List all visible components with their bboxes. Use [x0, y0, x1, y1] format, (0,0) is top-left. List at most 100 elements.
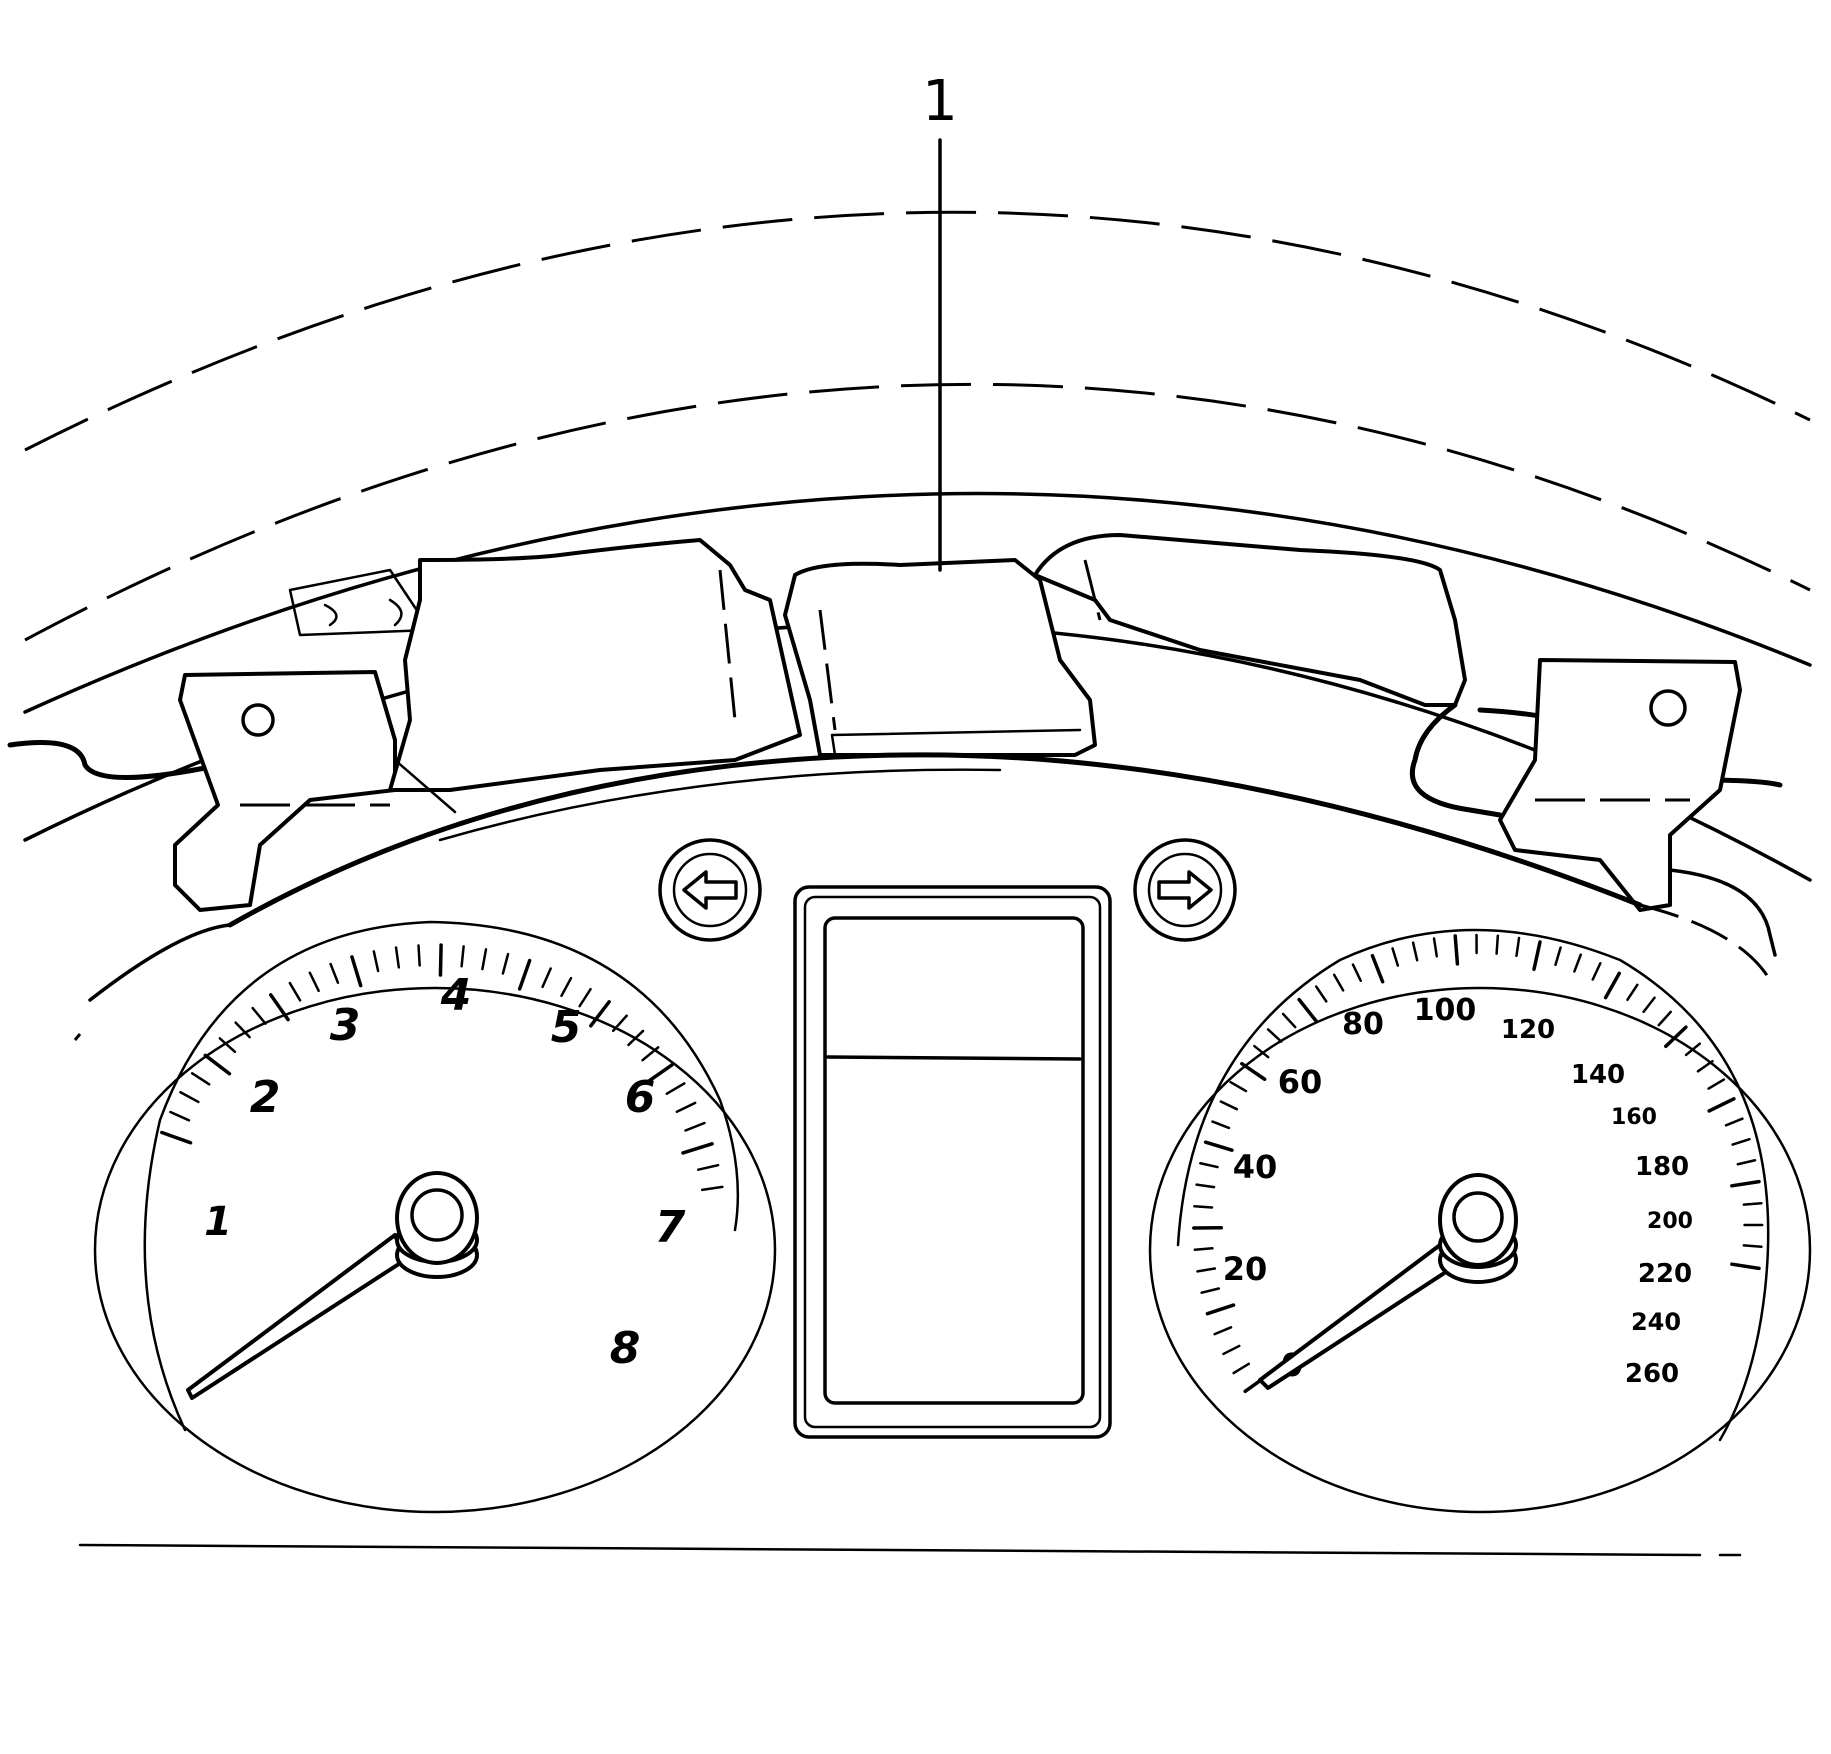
speedometer-tick	[1698, 1061, 1713, 1071]
tachometer-tick	[170, 1112, 189, 1120]
speedometer-tick	[1434, 938, 1437, 956]
tachometer-tick	[698, 1165, 718, 1170]
central-connector	[785, 560, 1095, 755]
speedometer-tick	[1231, 1082, 1246, 1091]
cluster-face-left-edge	[90, 925, 230, 1000]
right-bracket-tab	[1670, 870, 1775, 955]
speedometer-tick	[1221, 1102, 1237, 1110]
callout-1-label: 1	[922, 69, 958, 134]
speedometer-tick	[1732, 1182, 1759, 1186]
display-screen	[825, 918, 1083, 1403]
tachometer-label: 2	[250, 1072, 281, 1123]
tachometer-tick	[253, 1008, 266, 1024]
speedometer-tick	[1234, 1364, 1249, 1373]
speedometer-label: 20	[1223, 1250, 1268, 1288]
left-cable	[10, 743, 220, 778]
tachometer-label: 1	[204, 1199, 232, 1245]
speedometer: 020406080100120140160180200220240260	[1150, 930, 1810, 1512]
speedometer-tick	[1207, 1305, 1233, 1314]
speedometer-label: 120	[1501, 1015, 1555, 1045]
cluster-face	[80, 755, 1770, 1555]
speedometer-label: 260	[1625, 1359, 1679, 1389]
speedometer-label: 160	[1611, 1105, 1657, 1130]
speedometer-needle	[1260, 1175, 1516, 1388]
speedometer-label: 140	[1571, 1060, 1625, 1090]
right-arrow-icon	[1159, 872, 1211, 908]
tachometer-hub	[397, 1173, 477, 1263]
tachometer-tick	[462, 946, 464, 966]
center-display	[795, 887, 1110, 1437]
speedometer-tick	[1283, 1014, 1295, 1027]
speedometer-tick	[1353, 965, 1361, 981]
tachometer-tick	[331, 964, 338, 983]
speedometer-tick	[1534, 942, 1540, 969]
speedometer-tick	[1574, 955, 1580, 972]
speedometer-tick	[1197, 1185, 1214, 1188]
speedometer-tick	[1215, 1327, 1231, 1334]
tachometer-tick	[192, 1073, 209, 1084]
speedometer-label: 240	[1631, 1308, 1681, 1336]
lower-left-dashed-edge	[75, 1034, 80, 1040]
cluster-bottom-line	[80, 1545, 1700, 1555]
tachometer-label: 4	[440, 970, 472, 1021]
left-turn-indicator	[660, 840, 760, 940]
speedometer-label: 100	[1414, 993, 1477, 1028]
speedometer-tick	[1744, 1245, 1762, 1246]
speedometer-tick	[1726, 1119, 1742, 1126]
tachometer-tick	[181, 1092, 199, 1102]
tachometer-tick	[352, 957, 361, 986]
speedometer-tick	[1497, 936, 1498, 954]
speedometer-tick	[1372, 956, 1382, 982]
left-arrow-icon	[684, 872, 736, 908]
speedometer-tick	[1555, 948, 1560, 965]
speedometer-tick	[1732, 1264, 1759, 1268]
speedometer-tick	[1206, 1142, 1232, 1150]
tachometer-tick	[686, 1123, 705, 1131]
speedometer-tick	[1593, 963, 1601, 979]
cluster-face-right-dashed	[1640, 905, 1770, 980]
speedometer-label: 200	[1647, 1209, 1693, 1234]
speedometer-tick	[1738, 1160, 1755, 1164]
tachometer-tick	[677, 1103, 695, 1112]
tachometer-label: 5	[551, 1002, 582, 1053]
speedometer-tick	[1194, 1206, 1212, 1207]
tachometer-tick	[419, 945, 420, 965]
speedometer-tick	[1334, 975, 1343, 991]
speedometer-tick	[1212, 1122, 1228, 1128]
tachometer-tick	[205, 1055, 229, 1073]
tachometer-tick	[396, 948, 399, 968]
tachometer-tick	[613, 1016, 626, 1031]
left-connector	[390, 540, 800, 790]
tachometer-tick	[643, 1047, 659, 1060]
tachometer-tick	[520, 961, 530, 989]
tachometer-tick	[310, 973, 319, 991]
tachometer-tick	[543, 969, 551, 987]
tachometer-label: 7	[655, 1202, 686, 1253]
tachometer-tick	[290, 983, 300, 1000]
speedometer-tick	[1200, 1163, 1217, 1167]
speedometer-tick	[1733, 1139, 1750, 1144]
speedometer-tick	[1268, 1029, 1281, 1041]
speedometer-hub	[1440, 1175, 1516, 1265]
speedometer-tick	[1606, 973, 1620, 997]
tachometer-tick	[162, 1133, 191, 1143]
speedometer-tick	[1744, 1203, 1762, 1204]
tachometer-tick	[702, 1187, 722, 1190]
tachometer-tick	[503, 954, 508, 973]
speedometer-tick	[1516, 938, 1519, 956]
tachometer-label: 3	[330, 1000, 361, 1051]
speedometer-tick	[1709, 1099, 1734, 1111]
tachometer-label: 8	[610, 1323, 641, 1374]
right-turn-indicator	[1135, 840, 1235, 940]
speedometer-label: 180	[1635, 1152, 1689, 1182]
display-bezel-outer	[795, 887, 1110, 1437]
speedometer-tick	[1644, 998, 1655, 1012]
speedometer-needle-shaft	[1260, 1245, 1452, 1388]
speedometer-tick	[1197, 1268, 1214, 1271]
speedometer-label: 80	[1342, 1007, 1384, 1042]
tachometer-tick	[374, 951, 378, 971]
tachometer-tick	[683, 1144, 712, 1153]
